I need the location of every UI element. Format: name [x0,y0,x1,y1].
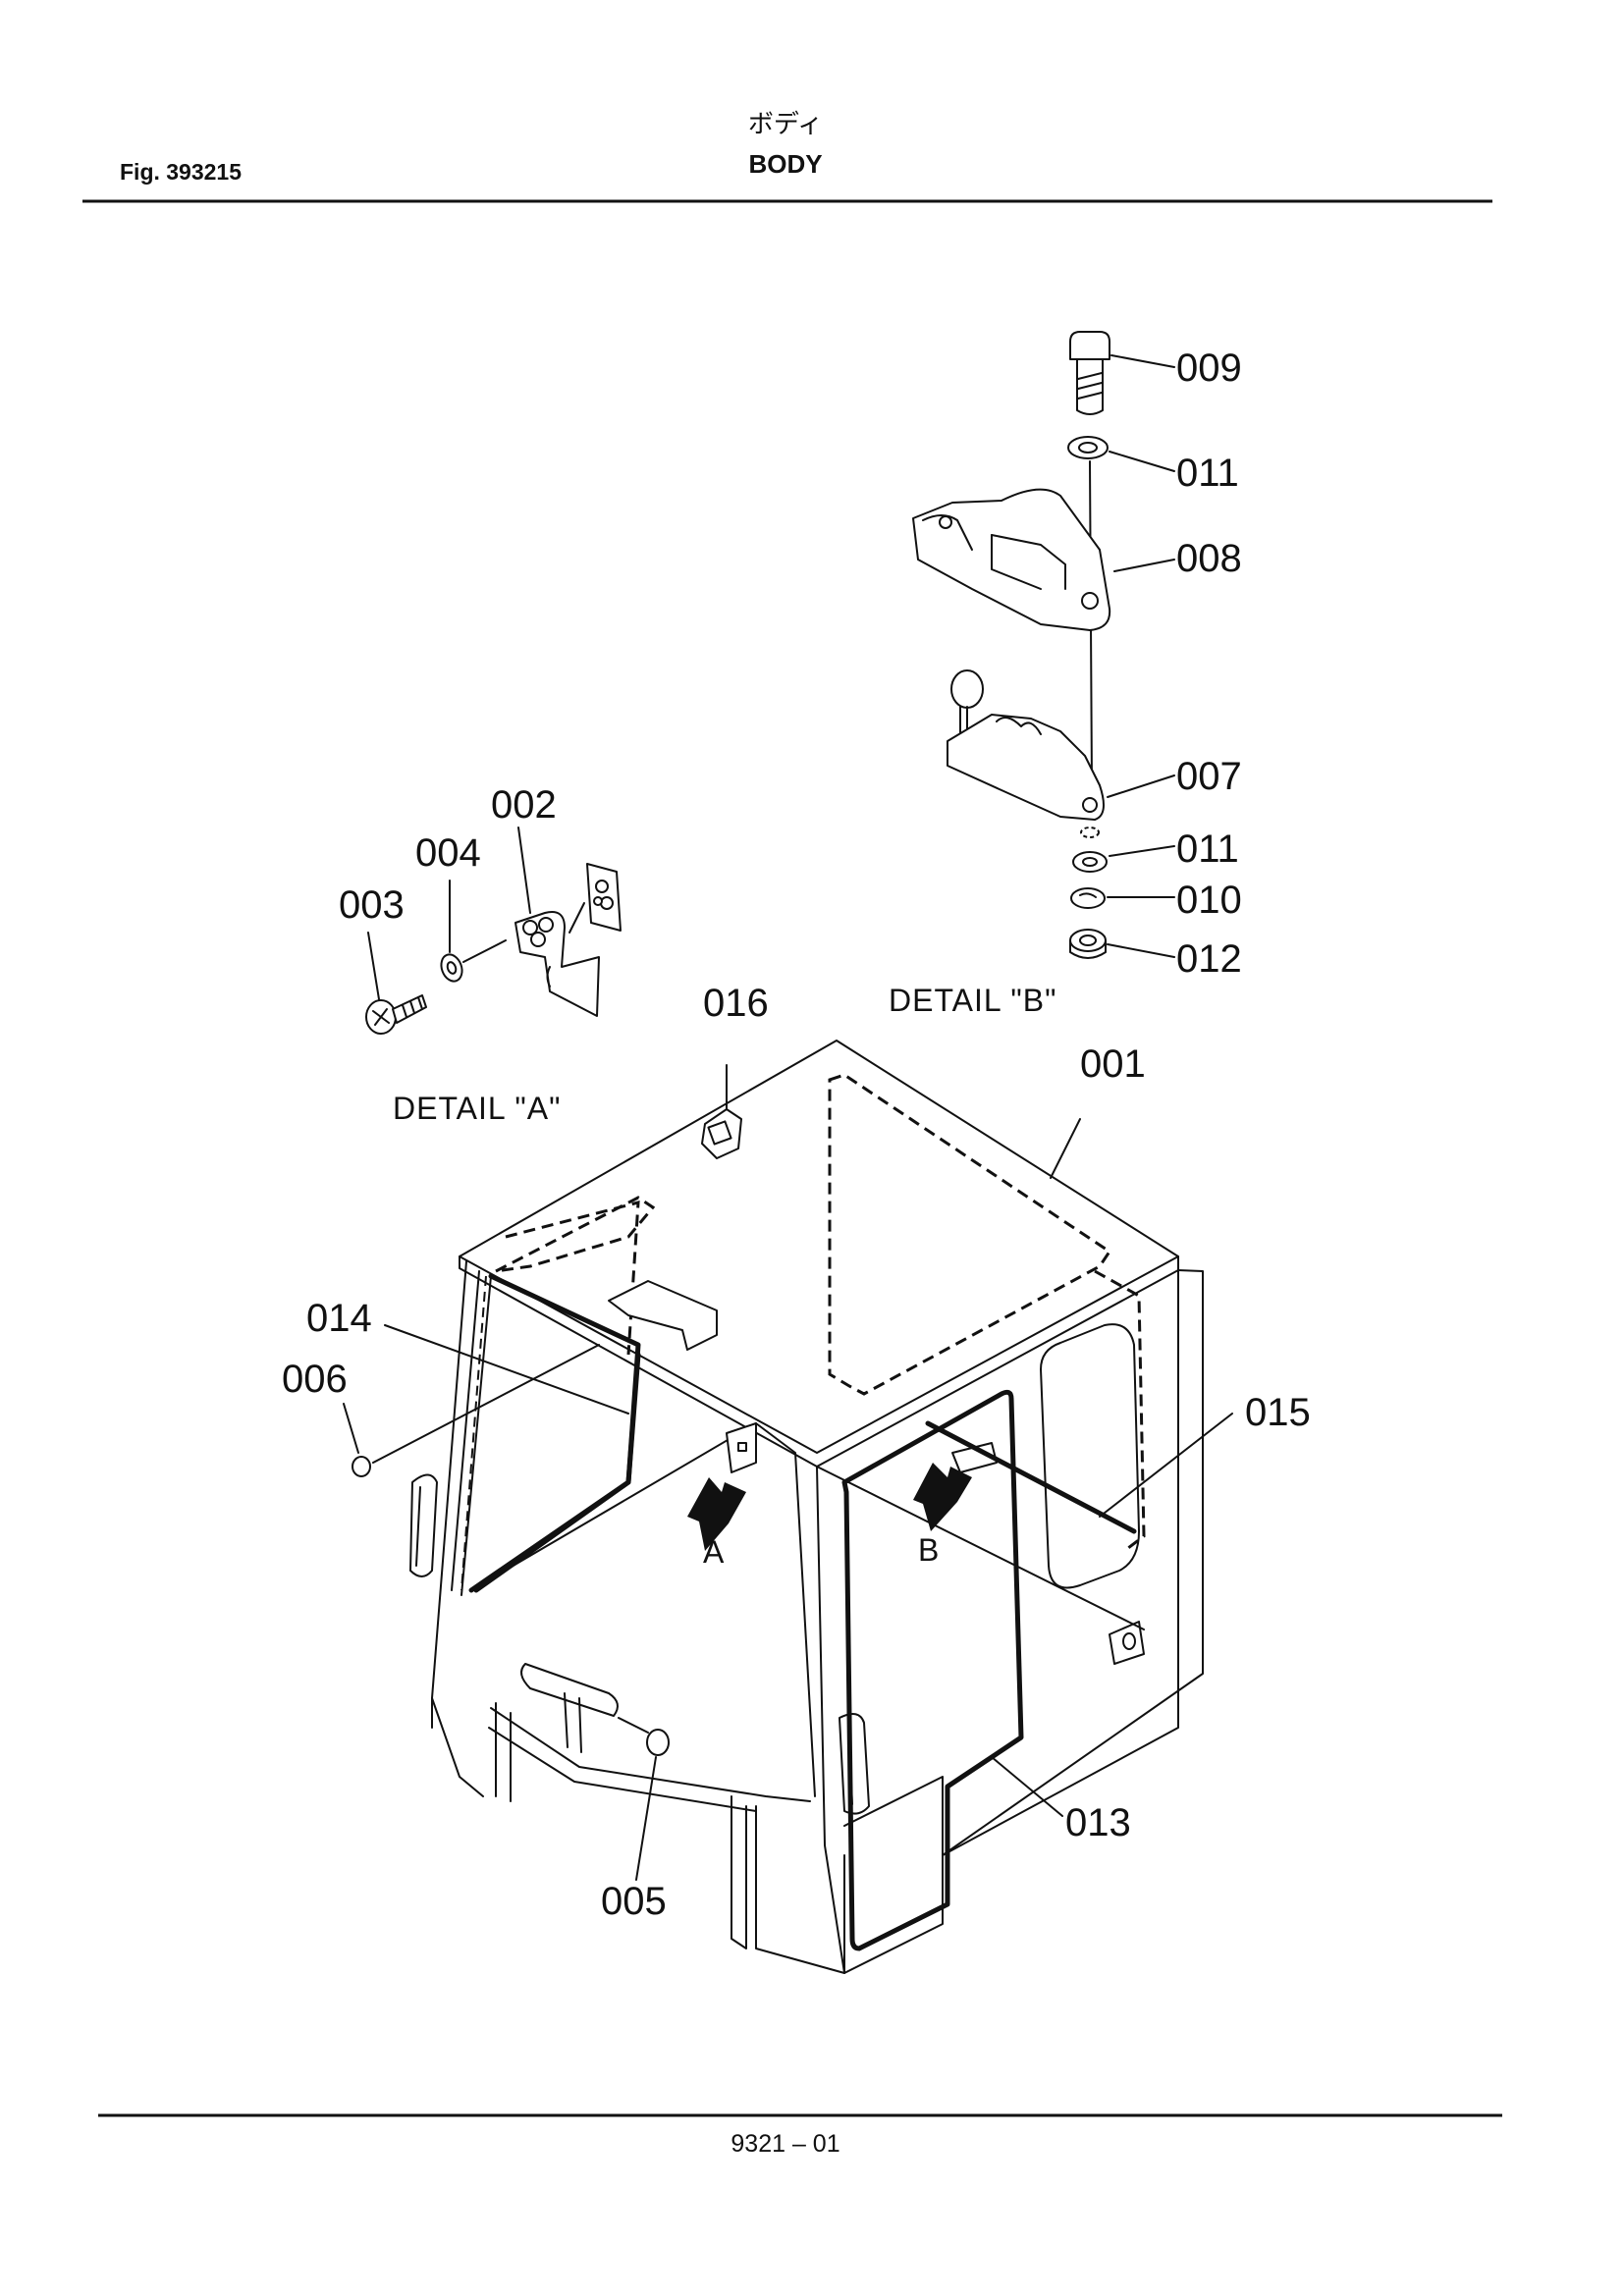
callout-011-upper: 011 [1176,452,1239,495]
callout-012: 012 [1176,937,1242,981]
cab-body-drawing [343,1040,1233,1974]
title-japanese: ボディ [747,110,824,139]
bracket-008-drawing [912,488,1111,631]
screw-003-drawing [365,994,427,1035]
callout-008: 008 [1176,537,1242,580]
figure-number: Fig. 393215 [120,159,243,185]
callout-013: 013 [1065,1801,1131,1844]
bolt-009-drawing [1069,331,1110,415]
callout-005: 005 [601,1880,667,1923]
callout-009: 009 [1176,347,1242,390]
detail-a-label: DETAIL "A" [393,1091,561,1126]
callout-015: 015 [1245,1391,1311,1434]
callout-003: 003 [339,883,405,927]
callout-016: 016 [703,982,769,1025]
callout-011-lower: 011 [1176,828,1239,871]
arrow-a-label: A [703,1534,725,1570]
title-english: BODY [748,149,823,179]
callout-001: 001 [1080,1042,1146,1086]
latch-007-drawing [947,669,1105,821]
page-number: 9321 – 01 [731,2130,840,2158]
callout-002: 002 [491,783,557,827]
callout-007: 007 [1176,755,1242,798]
callout-010: 010 [1176,879,1242,922]
detail-b-assembly [912,331,1175,959]
arrow-b-label: B [918,1532,939,1568]
detail-b-label: DETAIL "B" [889,983,1056,1018]
striker-002-drawing [514,902,600,1017]
callout-014: 014 [306,1297,372,1340]
callout-006: 006 [282,1358,348,1401]
detail-a-assembly [365,827,622,1035]
callout-004: 004 [415,831,481,875]
